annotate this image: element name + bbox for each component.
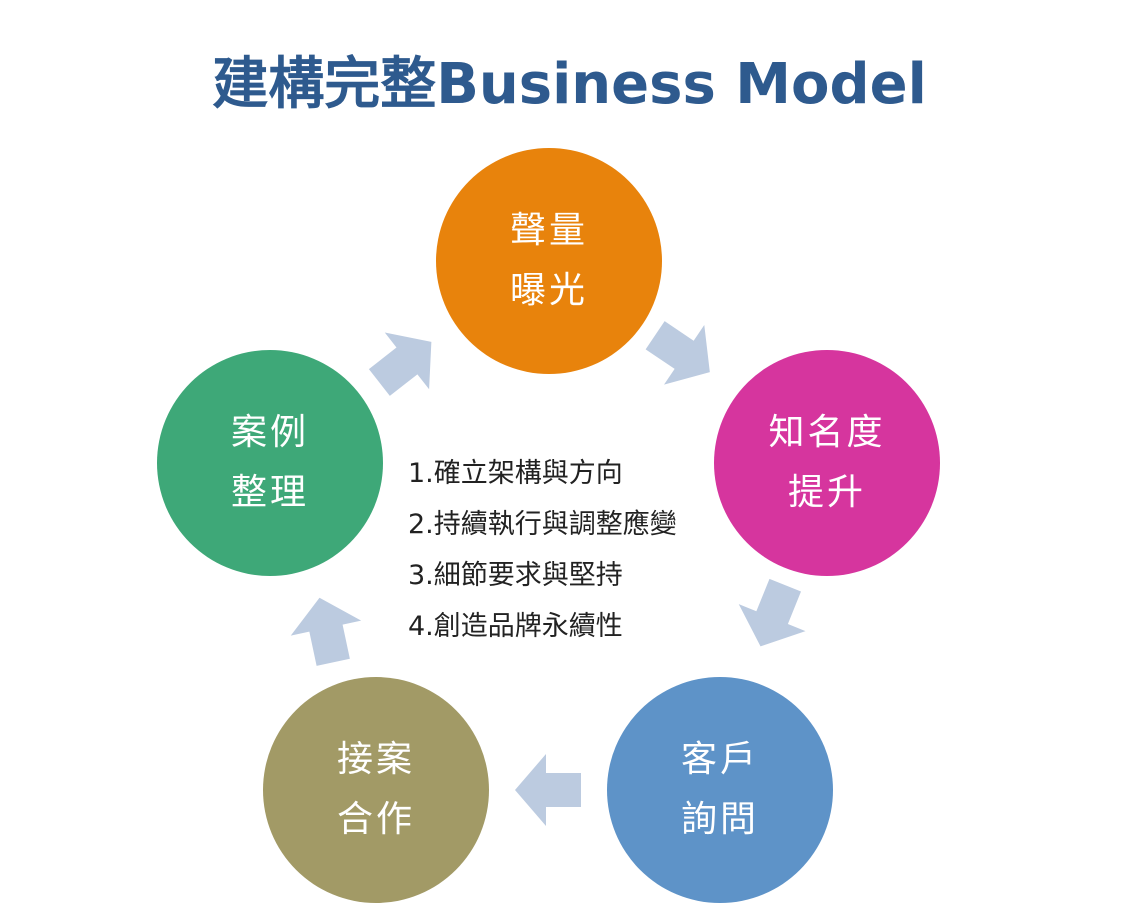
- node-awareness-line1: 知名度: [768, 412, 886, 453]
- step-item-1: 1.確立架構與方向: [408, 458, 623, 489]
- arrow-awareness-to-inquiry: [738, 578, 806, 647]
- node-cases: 案例 整理: [157, 350, 383, 576]
- arrow-cases-to-exposure: [368, 332, 432, 396]
- node-cases-line2: 整理: [230, 472, 309, 513]
- node-inquiry-line1: 客戶: [680, 739, 759, 780]
- node-awareness: 知名度 提升: [714, 350, 940, 576]
- node-cases-line1: 案例: [230, 412, 309, 453]
- node-deal-line1: 接案: [336, 739, 415, 780]
- node-inquiry-line2: 詢問: [680, 799, 759, 840]
- arrow-exposure-to-awareness: [645, 321, 710, 385]
- node-exposure: 聲量 曝光: [436, 148, 662, 374]
- step-item-2: 2.持續執行與調整應變: [408, 509, 677, 540]
- node-exposure-line1: 聲量: [509, 210, 588, 251]
- node-deal-line2: 合作: [336, 799, 415, 840]
- step-item-3: 3.細節要求與堅持: [408, 560, 623, 591]
- arrow-deal-to-cases: [290, 597, 362, 666]
- page-title: 建構完整Business Model: [212, 52, 927, 117]
- node-deal: 接案 合作: [263, 677, 489, 903]
- step-item-4: 4.創造品牌永續性: [408, 611, 623, 642]
- arrow-inquiry-to-deal: [515, 754, 581, 826]
- node-inquiry: 客戶 詢問: [607, 677, 833, 903]
- node-awareness-line2: 提升: [787, 472, 866, 513]
- steps-list: 1.確立架構與方向 2.持續執行與調整應變 3.細節要求與堅持 4.創造品牌永續…: [408, 448, 738, 652]
- node-exposure-line2: 曝光: [509, 270, 588, 311]
